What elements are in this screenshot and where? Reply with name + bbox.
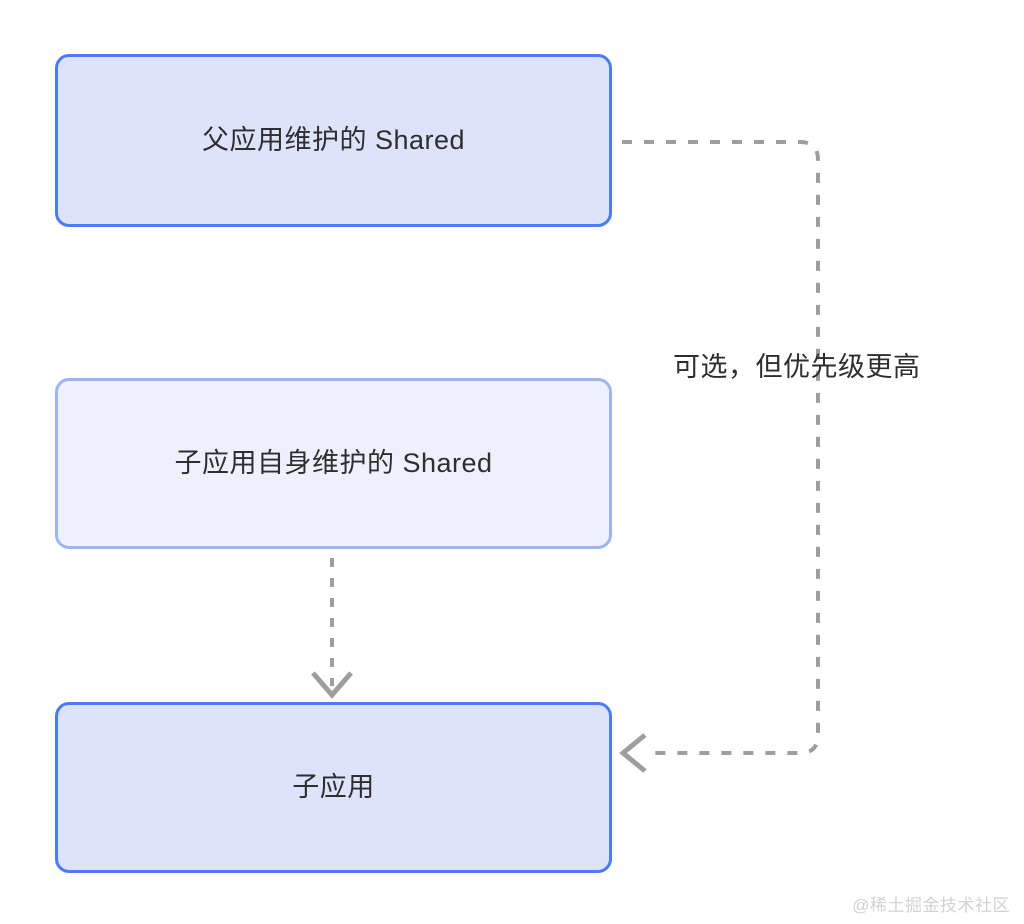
node-child-shared[interactable]: 子应用自身维护的 Shared (55, 378, 612, 549)
node-child-app-label: 子应用 (292, 771, 375, 802)
node-parent-shared-label: 父应用维护的 Shared (201, 124, 466, 155)
node-child-app[interactable]: 子应用 (55, 702, 612, 873)
arrowhead-down-icon (311, 671, 353, 699)
edge-parent-shared-to-child-app (619, 140, 820, 773)
watermark: @稀土掘金技术社区 (852, 896, 1010, 915)
arrowhead-left-icon (619, 733, 647, 773)
edge-child-shared-to-child-app (311, 558, 353, 699)
edge-label-optional-higher-priority: 可选，但优先级更高 (673, 352, 921, 382)
edge-line-routed (622, 140, 820, 755)
node-parent-shared[interactable]: 父应用维护的 Shared (55, 54, 612, 227)
node-child-shared-label: 子应用自身维护的 Shared (174, 447, 493, 478)
